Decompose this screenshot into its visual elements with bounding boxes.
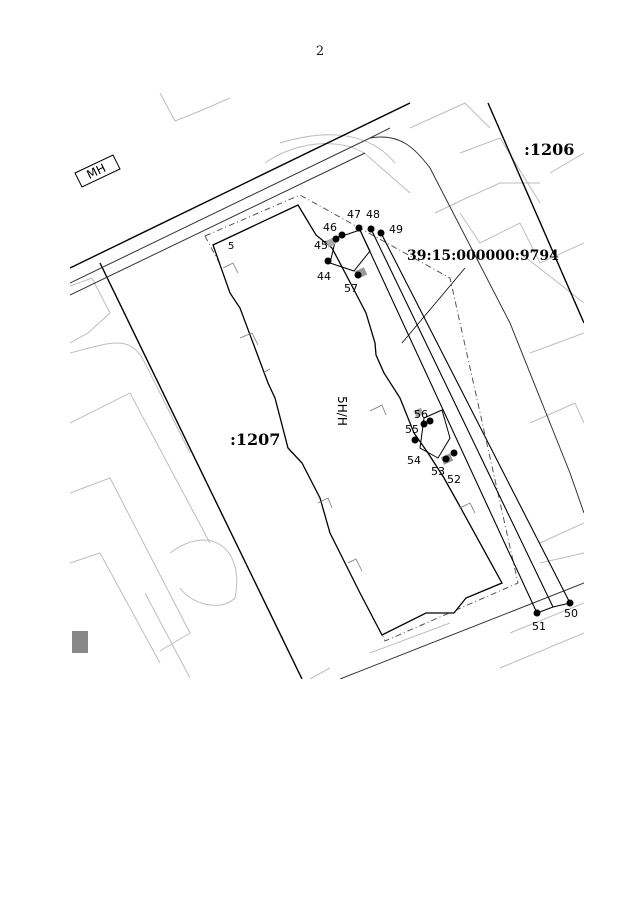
point-marker	[426, 417, 434, 425]
point-label: 51	[532, 620, 546, 633]
point-marker	[420, 420, 428, 428]
road-label: МН	[74, 154, 121, 188]
point-marker	[377, 229, 385, 237]
point-label: 48	[366, 208, 380, 221]
point-label: 56	[414, 408, 428, 421]
point-label: 57	[344, 282, 358, 295]
point-label: 45	[314, 239, 328, 252]
point-label: 53	[431, 465, 445, 478]
point-label: 55	[405, 423, 419, 436]
point-marker	[450, 449, 458, 457]
building-label: 5Н/Н	[335, 396, 349, 426]
background-context	[70, 93, 584, 679]
point-label: 47	[347, 208, 361, 221]
road-lines	[70, 127, 584, 679]
point-marker	[355, 224, 363, 232]
point-labels: 44 45 46 47 48 49 50 51 52 53 54 55 56 5…	[314, 208, 578, 633]
page-number: 2	[315, 44, 325, 59]
point-label: 46	[323, 221, 337, 234]
point-label: 52	[447, 473, 461, 486]
point-marker	[533, 609, 541, 617]
point-marker	[332, 235, 340, 243]
cadastral-map: МН	[70, 93, 584, 679]
point-label: 50	[564, 607, 578, 620]
hatched-parcel	[72, 631, 88, 653]
parcel-boundaries	[70, 102, 584, 679]
parcel-label-east: :1206	[524, 140, 574, 159]
point-label: 49	[389, 223, 403, 236]
point-marker	[367, 225, 375, 233]
point-label: 44	[317, 270, 331, 283]
building-outline	[212, 204, 503, 636]
point-marker	[338, 231, 346, 239]
map-drawing: МН	[70, 93, 584, 679]
point-marker	[566, 599, 574, 607]
parcel-label-west: :1207	[230, 430, 280, 449]
boundary-points	[324, 224, 574, 617]
easement-id-label: 39:15:000000:9794	[407, 248, 559, 264]
point-marker	[411, 436, 419, 444]
easement-leader-line	[401, 267, 466, 344]
point-marker	[354, 271, 362, 279]
point-label: 54	[407, 454, 421, 467]
easement-strip	[358, 227, 571, 614]
point-marker	[442, 455, 450, 463]
building-corner-label: 5	[228, 241, 234, 252]
point-marker	[324, 257, 332, 265]
building-details	[222, 262, 476, 572]
